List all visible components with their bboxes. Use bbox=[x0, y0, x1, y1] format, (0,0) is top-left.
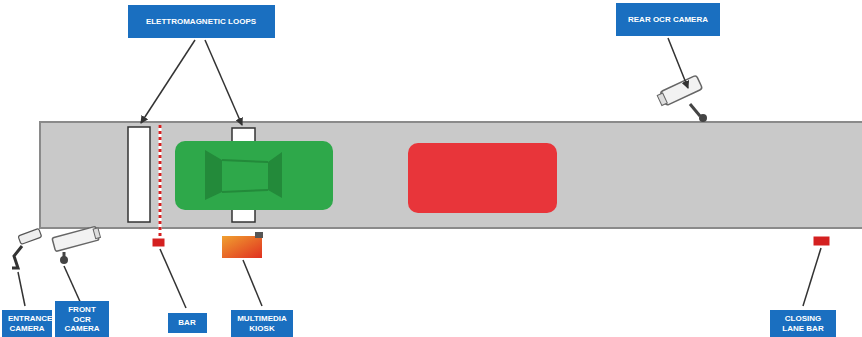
callout-label: FRONT OCR CAMERA bbox=[55, 301, 109, 337]
label-text: FRONT OCR CAMERA bbox=[61, 305, 103, 333]
label-text: BAR bbox=[174, 318, 201, 327]
label-text: ELETTROMAGNETIC LOOPS bbox=[134, 17, 269, 26]
label-text: CLOSING LANE BAR bbox=[776, 314, 830, 332]
callout-label: CLOSING LANE BAR bbox=[770, 310, 836, 337]
label-text: REAR OCR CAMERA bbox=[622, 15, 714, 24]
callout-label: ENTRANCE CAMERA bbox=[2, 310, 52, 337]
label-text: ENTRANCE CAMERA bbox=[8, 314, 46, 332]
callout-label: BAR bbox=[168, 313, 207, 333]
callout-label: REAR OCR CAMERA bbox=[616, 3, 720, 36]
callout-label: ELETTROMAGNETIC LOOPS bbox=[128, 5, 275, 38]
callout-label: MULTIMEDIA KIOSK bbox=[231, 310, 293, 337]
label-text: MULTIMEDIA KIOSK bbox=[237, 314, 287, 332]
